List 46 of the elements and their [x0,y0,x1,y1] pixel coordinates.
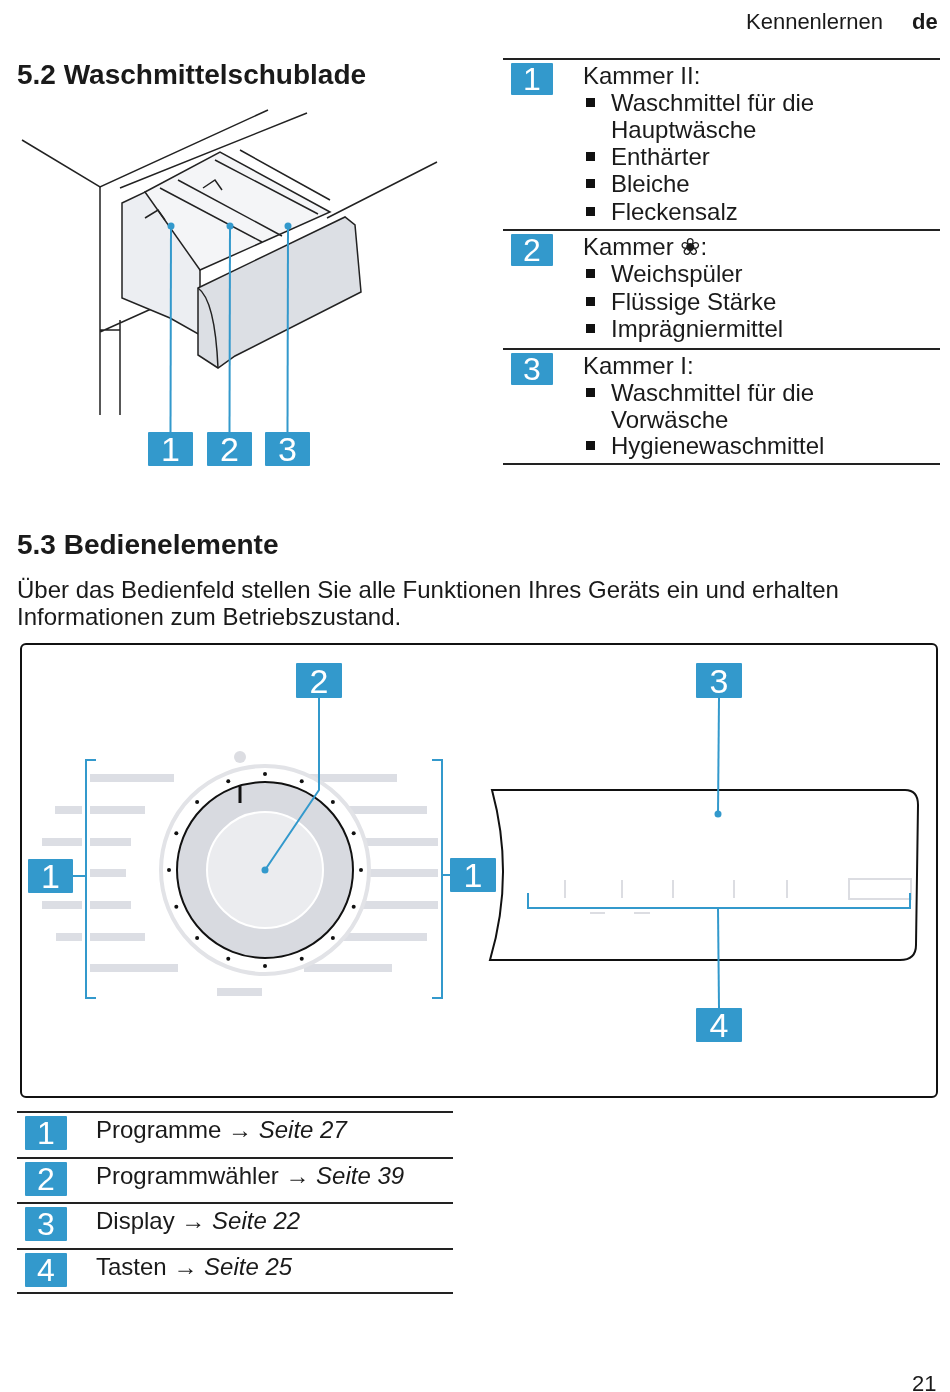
list-item: Fleckensalz [611,198,739,225]
callout-number: 1 [450,858,496,892]
callout-number: 3 [265,432,310,466]
leader-line [72,875,87,877]
callout-number: 2 [296,663,342,698]
callout-number: 4 [25,1252,67,1287]
list-item: Flüssige Stärke [611,288,778,315]
callout-number: 2 [511,234,553,266]
callout-number: 1 [511,63,553,95]
callout-number: 3 [25,1207,67,1241]
list-item: Waschmittel für die Vorwäsche [611,379,816,433]
callout-number: 1 [28,859,73,893]
control-panel-frame [20,643,938,1098]
leader-line [717,907,720,1009]
leader-line [167,222,175,433]
callout-number: 3 [511,353,553,385]
list-item: Bleiche [611,170,691,197]
section-heading: 5.3 Bedienelemente [17,528,279,562]
callout-number: 3 [696,663,742,698]
leader-line [226,222,234,433]
language-code: de [912,8,938,35]
callout-number: 1 [25,1116,67,1150]
page-number: 21 [912,1370,937,1392]
section-heading: 5.2 Waschmittelschublade [17,58,367,92]
list-item: Hygienewaschmittel [611,432,826,459]
cross-reference: Programmwähler → Seite 39 [96,1161,405,1189]
list-item: Weichspüler [611,260,744,287]
leader-line [714,697,722,818]
leader-line [284,222,292,433]
chamber-heading: Kammer ❀: [583,233,709,260]
list-item: Enthärter [611,143,711,170]
chapter-name: Kennenlernen [746,8,883,35]
cross-reference: Display → Seite 22 [96,1207,301,1234]
list-item: Waschmittel für die Hauptwäsche [611,89,816,143]
chamber-heading: Kammer I: [583,352,695,379]
paragraph: Über das Bedienfeld stellen Sie alle Funktionen Ihres Geräts ein und erhalten Informationen zum Betriebszustand. [17,576,840,630]
list-item: Imprägniermittel [611,315,785,342]
cross-reference: Tasten → Seite 25 [96,1252,293,1280]
callout-number: 4 [696,1008,742,1042]
callout-number: 2 [207,432,252,466]
cross-reference: Programme → Seite 27 [96,1116,347,1143]
callout-number: 2 [25,1161,67,1196]
chamber-heading: Kammer II: [583,62,702,89]
leader-line [261,697,320,874]
leader-line [441,874,451,876]
callout-number: 1 [148,432,193,466]
